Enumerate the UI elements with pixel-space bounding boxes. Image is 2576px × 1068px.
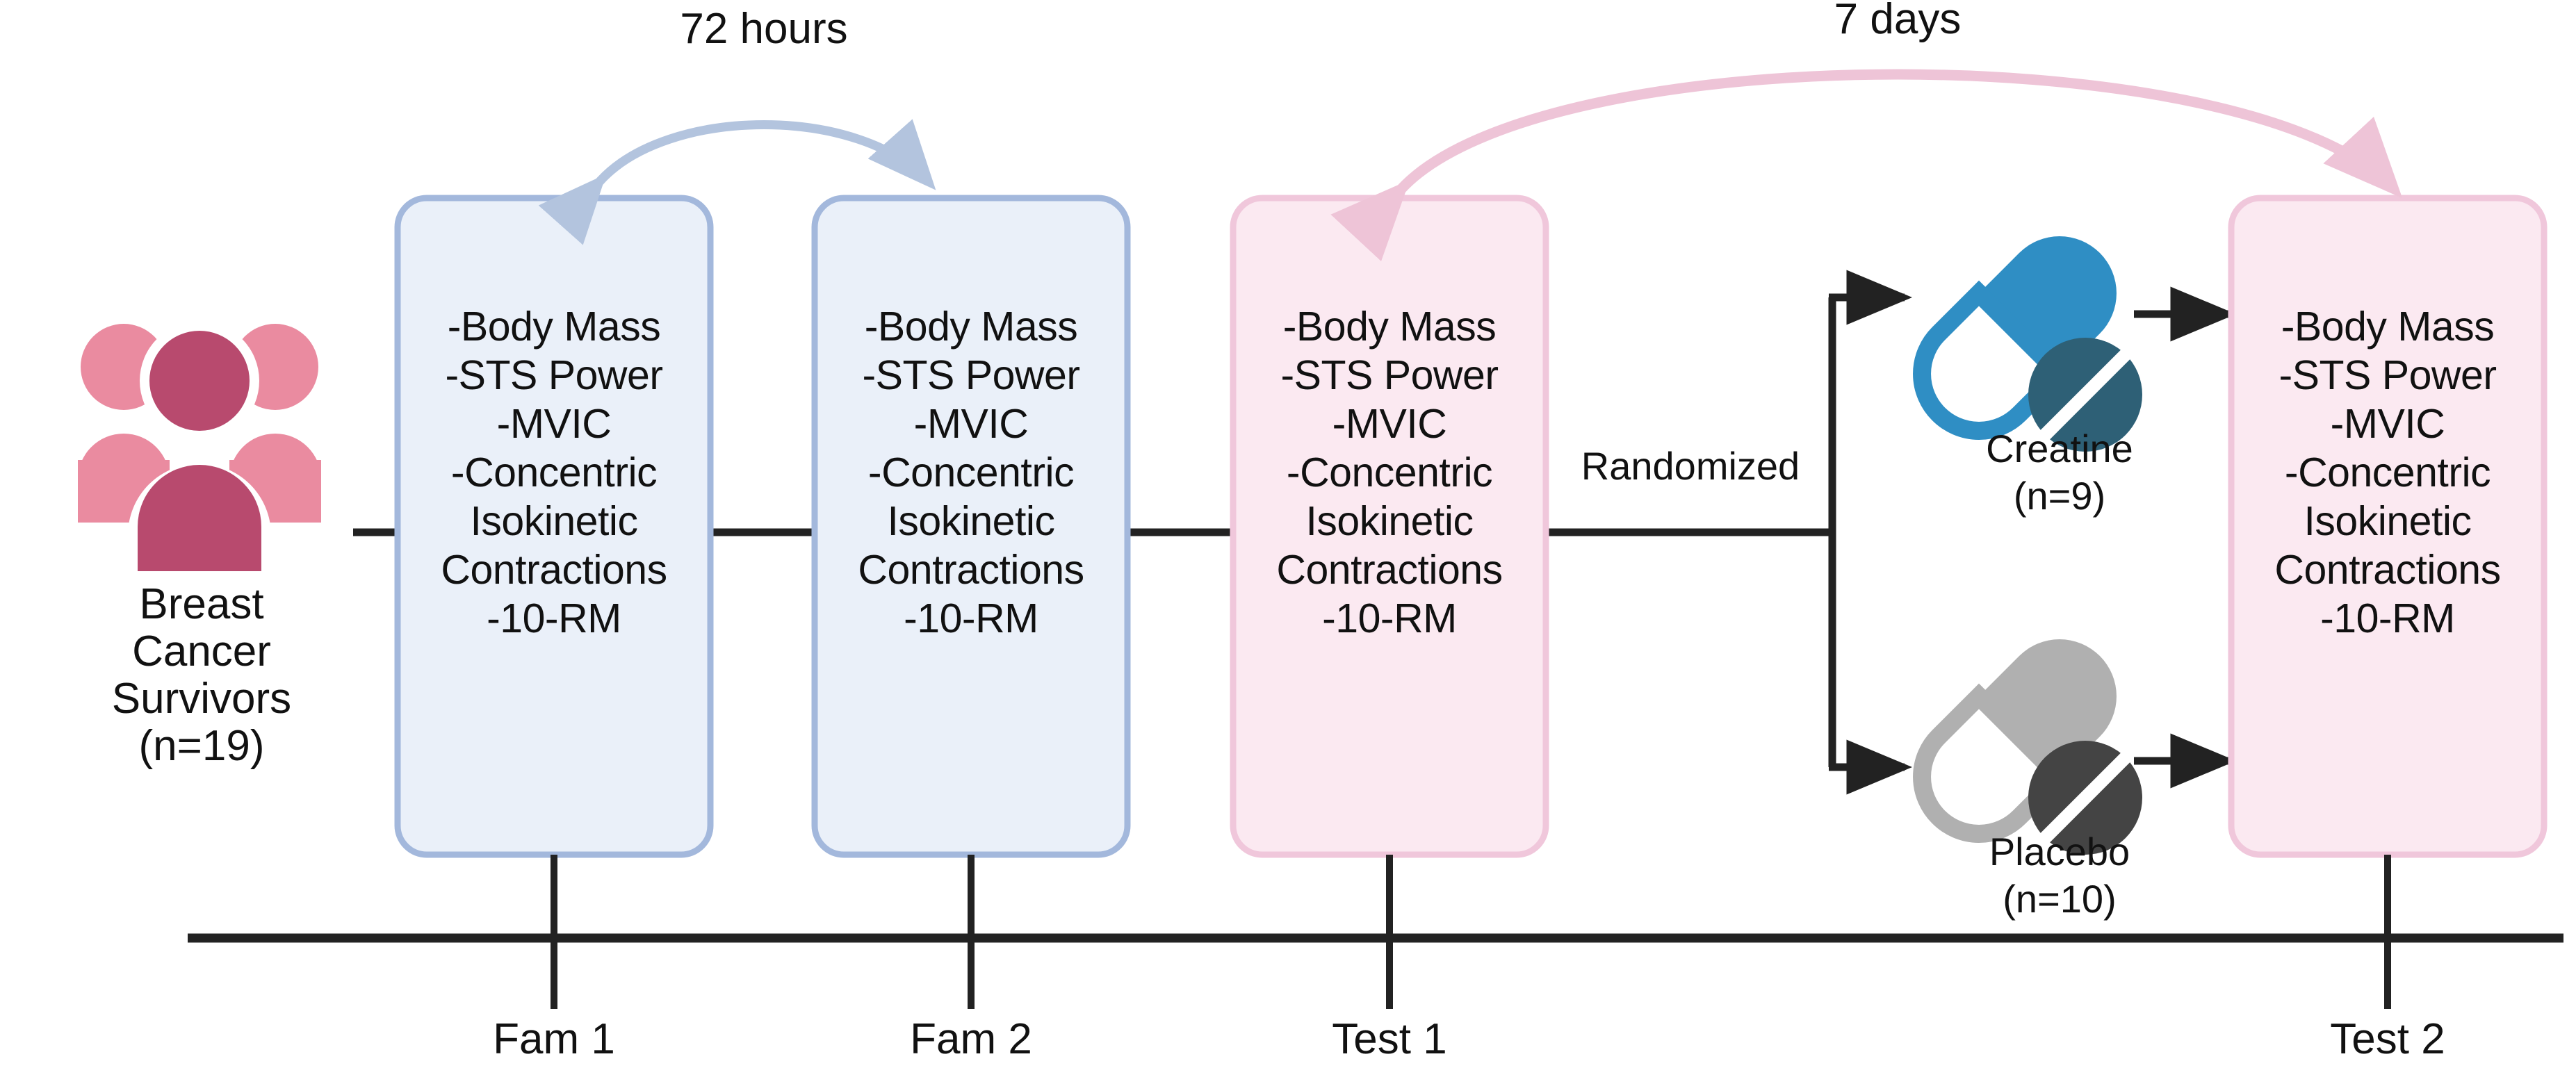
box-fam2-line-5: Contractions	[858, 547, 1084, 593]
timeline-label-fam1: Fam 1	[493, 1015, 615, 1063]
cohort-label-line-4: (n=19)	[139, 722, 265, 770]
box-fam1-line-6: -10-RM	[487, 595, 621, 641]
box-fam1-line-0: -Body Mass	[448, 304, 660, 350]
arc-test1-test2	[1330, 69, 2403, 261]
capsule-outline-half-creatine	[1913, 280, 2073, 440]
box-fam1-line-2: -MVIC	[497, 401, 612, 447]
arc-fam1-fam2	[538, 119, 936, 245]
person-body-center	[138, 465, 261, 571]
box-test1-line-1: -STS Power	[1280, 352, 1498, 398]
box-test2-line-6: -10-RM	[2320, 595, 2455, 641]
randomized-label: Randomized	[1581, 444, 1800, 488]
cohort-label-line-1: Breast	[139, 580, 263, 628]
box-fam1-line-5: Contractions	[441, 547, 667, 593]
people-group-icon	[78, 321, 321, 571]
assessment-box-test2[interactable]: -Body Mass -STS Power -MVIC -Concentric …	[2228, 195, 2548, 858]
box-test1-line-2: -MVIC	[1332, 401, 1447, 447]
placebo-n-label: (n=10)	[2003, 877, 2116, 921]
duration-arc-7-days	[1330, 69, 2403, 261]
assessment-box-fam1[interactable]: -Body Mass -STS Power -MVIC -Concentric …	[394, 195, 714, 858]
box-fam1-line-1: -STS Power	[445, 352, 662, 398]
box-fam2-line-6: -10-RM	[904, 595, 1038, 641]
box-fam2-line-1: -STS Power	[862, 352, 1079, 398]
person-head-center	[149, 331, 250, 431]
placebo-group[interactable]: Placebo (n=10)	[1898, 616, 2142, 921]
box-fam2-line-4: Isokinetic	[888, 498, 1055, 544]
box-fam1-line-4: Isokinetic	[471, 498, 638, 544]
box-test2-line-2: -MVIC	[2331, 401, 2445, 447]
timeline-label-test1: Test 1	[1332, 1015, 1446, 1063]
box-test2-line-4: Isokinetic	[2304, 498, 2472, 544]
creatine-group[interactable]: Creatine (n=9)	[1898, 213, 2142, 518]
placebo-name-label: Placebo	[1989, 830, 2130, 873]
box-test2-line-3: -Concentric	[2285, 450, 2491, 495]
tablet-icon-placebo	[2028, 741, 2142, 855]
randomization-branch	[1828, 270, 1913, 795]
tablet-icon-creatine	[2028, 338, 2142, 452]
duration-label-72-hours: 72 hours	[680, 5, 847, 53]
duration-arc-72-hours	[538, 119, 936, 245]
creatine-name-label: Creatine	[1986, 427, 2133, 470]
box-test1-line-6: -10-RM	[1322, 595, 1457, 641]
box-test1-line-5: Contractions	[1276, 547, 1502, 593]
cohort-label-line-3: Survivors	[112, 675, 291, 723]
box-fam2-line-2: -MVIC	[914, 401, 1029, 447]
cohort-label-line-2: Cancer	[132, 627, 271, 675]
box-fam2-line-3: -Concentric	[868, 450, 1074, 495]
creatine-n-label: (n=9)	[2014, 474, 2105, 518]
assessment-box-test1[interactable]: -Body Mass -STS Power -MVIC -Concentric …	[1230, 195, 1549, 858]
box-fam2-line-0: -Body Mass	[865, 304, 1077, 350]
assessment-box-fam2[interactable]: -Body Mass -STS Power -MVIC -Concentric …	[811, 195, 1131, 858]
box-test1-line-3: -Concentric	[1287, 450, 1492, 495]
capsule-outline-half-placebo	[1913, 683, 2073, 843]
timeline-label-test2: Test 2	[2330, 1015, 2445, 1063]
tablet-score-line-placebo	[2037, 750, 2133, 846]
box-test2-line-5: Contractions	[2274, 547, 2500, 593]
box-test1-line-0: -Body Mass	[1283, 304, 1496, 350]
box-test1-line-4: Isokinetic	[1306, 498, 1474, 544]
tablet-score-line-creatine	[2037, 347, 2133, 443]
box-fam1-line-3: -Concentric	[451, 450, 657, 495]
timeline-label-fam2: Fam 2	[910, 1015, 1032, 1063]
box-test2-line-1: -STS Power	[2279, 352, 2496, 398]
box-test2-line-0: -Body Mass	[2281, 304, 2494, 350]
duration-label-7-days: 7 days	[1834, 0, 1962, 43]
